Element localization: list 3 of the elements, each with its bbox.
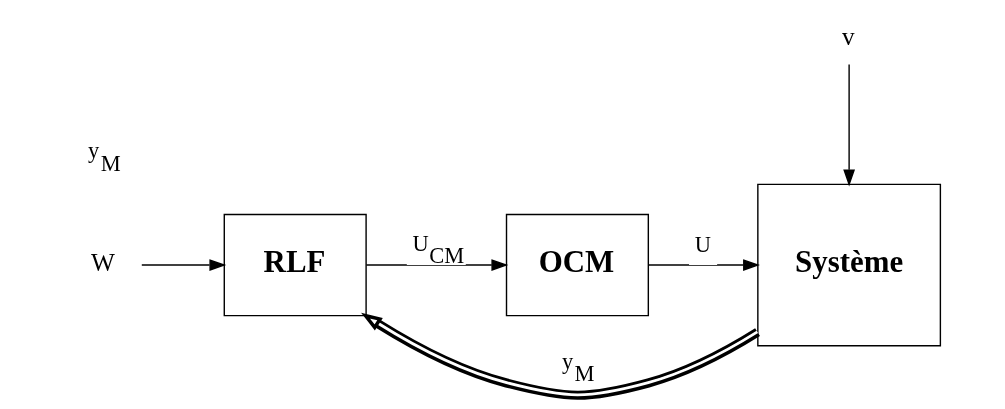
node-text: W — [90, 248, 115, 277]
node-text: v — [841, 22, 855, 51]
edge-label: U — [694, 232, 711, 258]
